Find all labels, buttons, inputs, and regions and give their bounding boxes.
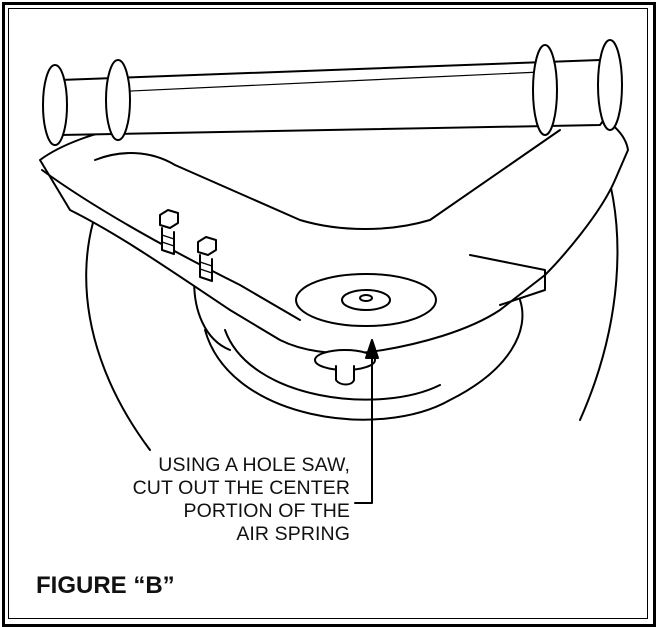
leader-line xyxy=(354,349,373,504)
ball-joint xyxy=(314,349,376,386)
air-spring-mount xyxy=(295,273,437,327)
callout-line-4: AIR SPRING xyxy=(236,523,350,545)
figure-label: FIGURE “B” xyxy=(36,572,175,599)
control-arm-flange xyxy=(41,169,301,321)
bolt-rear xyxy=(197,236,217,282)
hub-inner-arc xyxy=(224,329,441,401)
callout-line-2: CUT OUT THE CENTER xyxy=(132,477,350,499)
hub-arc xyxy=(204,299,524,421)
callout-line-3: PORTION OF THE xyxy=(183,500,350,522)
callout-line-1: USING A HOLE SAW, xyxy=(158,454,350,476)
bushing-right xyxy=(532,39,623,136)
cross-shaft xyxy=(51,59,610,136)
bolt-front xyxy=(159,209,179,255)
leader-arrowhead xyxy=(365,339,379,359)
inner-border xyxy=(8,8,648,619)
control-arm-inner-edge xyxy=(94,129,561,230)
callout-text: USING A HOLE SAW, CUT OUT THE CENTER POR… xyxy=(50,454,350,546)
bushing-left xyxy=(42,59,131,146)
control-arm-pocket xyxy=(469,254,546,306)
